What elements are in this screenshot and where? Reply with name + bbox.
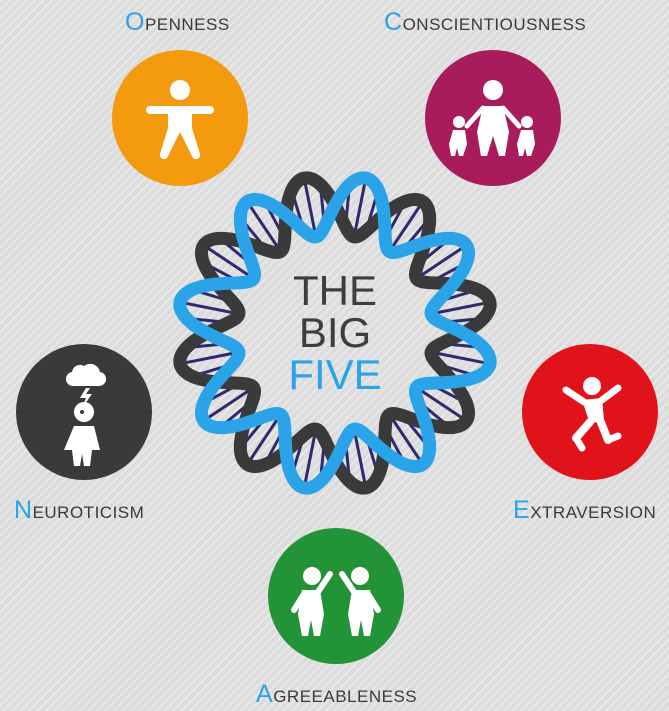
helix-rung [302,177,318,238]
storm-cloud-person-icon [64,363,107,466]
helix-rung [202,386,255,423]
center-title-line2: BIG [298,309,372,356]
dna-helix-ring [173,171,497,495]
extraversion-label: Extraversion [513,496,657,524]
helix-rung [415,243,468,280]
helix-rung [179,350,240,366]
arms-out-person-icon [146,80,214,160]
helix-rung [430,350,491,366]
conscientiousness-circle [425,50,561,186]
helix-rung [352,177,368,238]
extraversion-circle [522,344,658,480]
parent-children-icon [449,80,535,156]
helix-strand-blue [173,171,497,495]
helix-rung [388,200,425,253]
helix-rung [415,386,468,423]
center-title-line1: THE [293,267,377,314]
neuroticism-circle [16,344,152,480]
high-five-people-icon [291,567,381,636]
agreeableness-label: Agreeableness [256,680,418,708]
jumping-person-icon [562,377,622,452]
helix-rung [245,413,282,466]
helix-rung [302,428,318,489]
center-title-line3: FIVE [288,351,382,398]
helix-rung [245,200,282,253]
helix-rung [202,243,255,280]
helix-rung [179,300,240,316]
helix-rung [388,413,425,466]
helix-rung [430,300,491,316]
conscientiousness-label: Conscientiousness [384,8,587,36]
agreeableness-circle [268,528,404,664]
neuroticism-label: Neuroticism [14,496,145,524]
openness-circle [112,50,248,186]
openness-label: Openness [125,8,230,36]
helix-rung [352,428,368,489]
